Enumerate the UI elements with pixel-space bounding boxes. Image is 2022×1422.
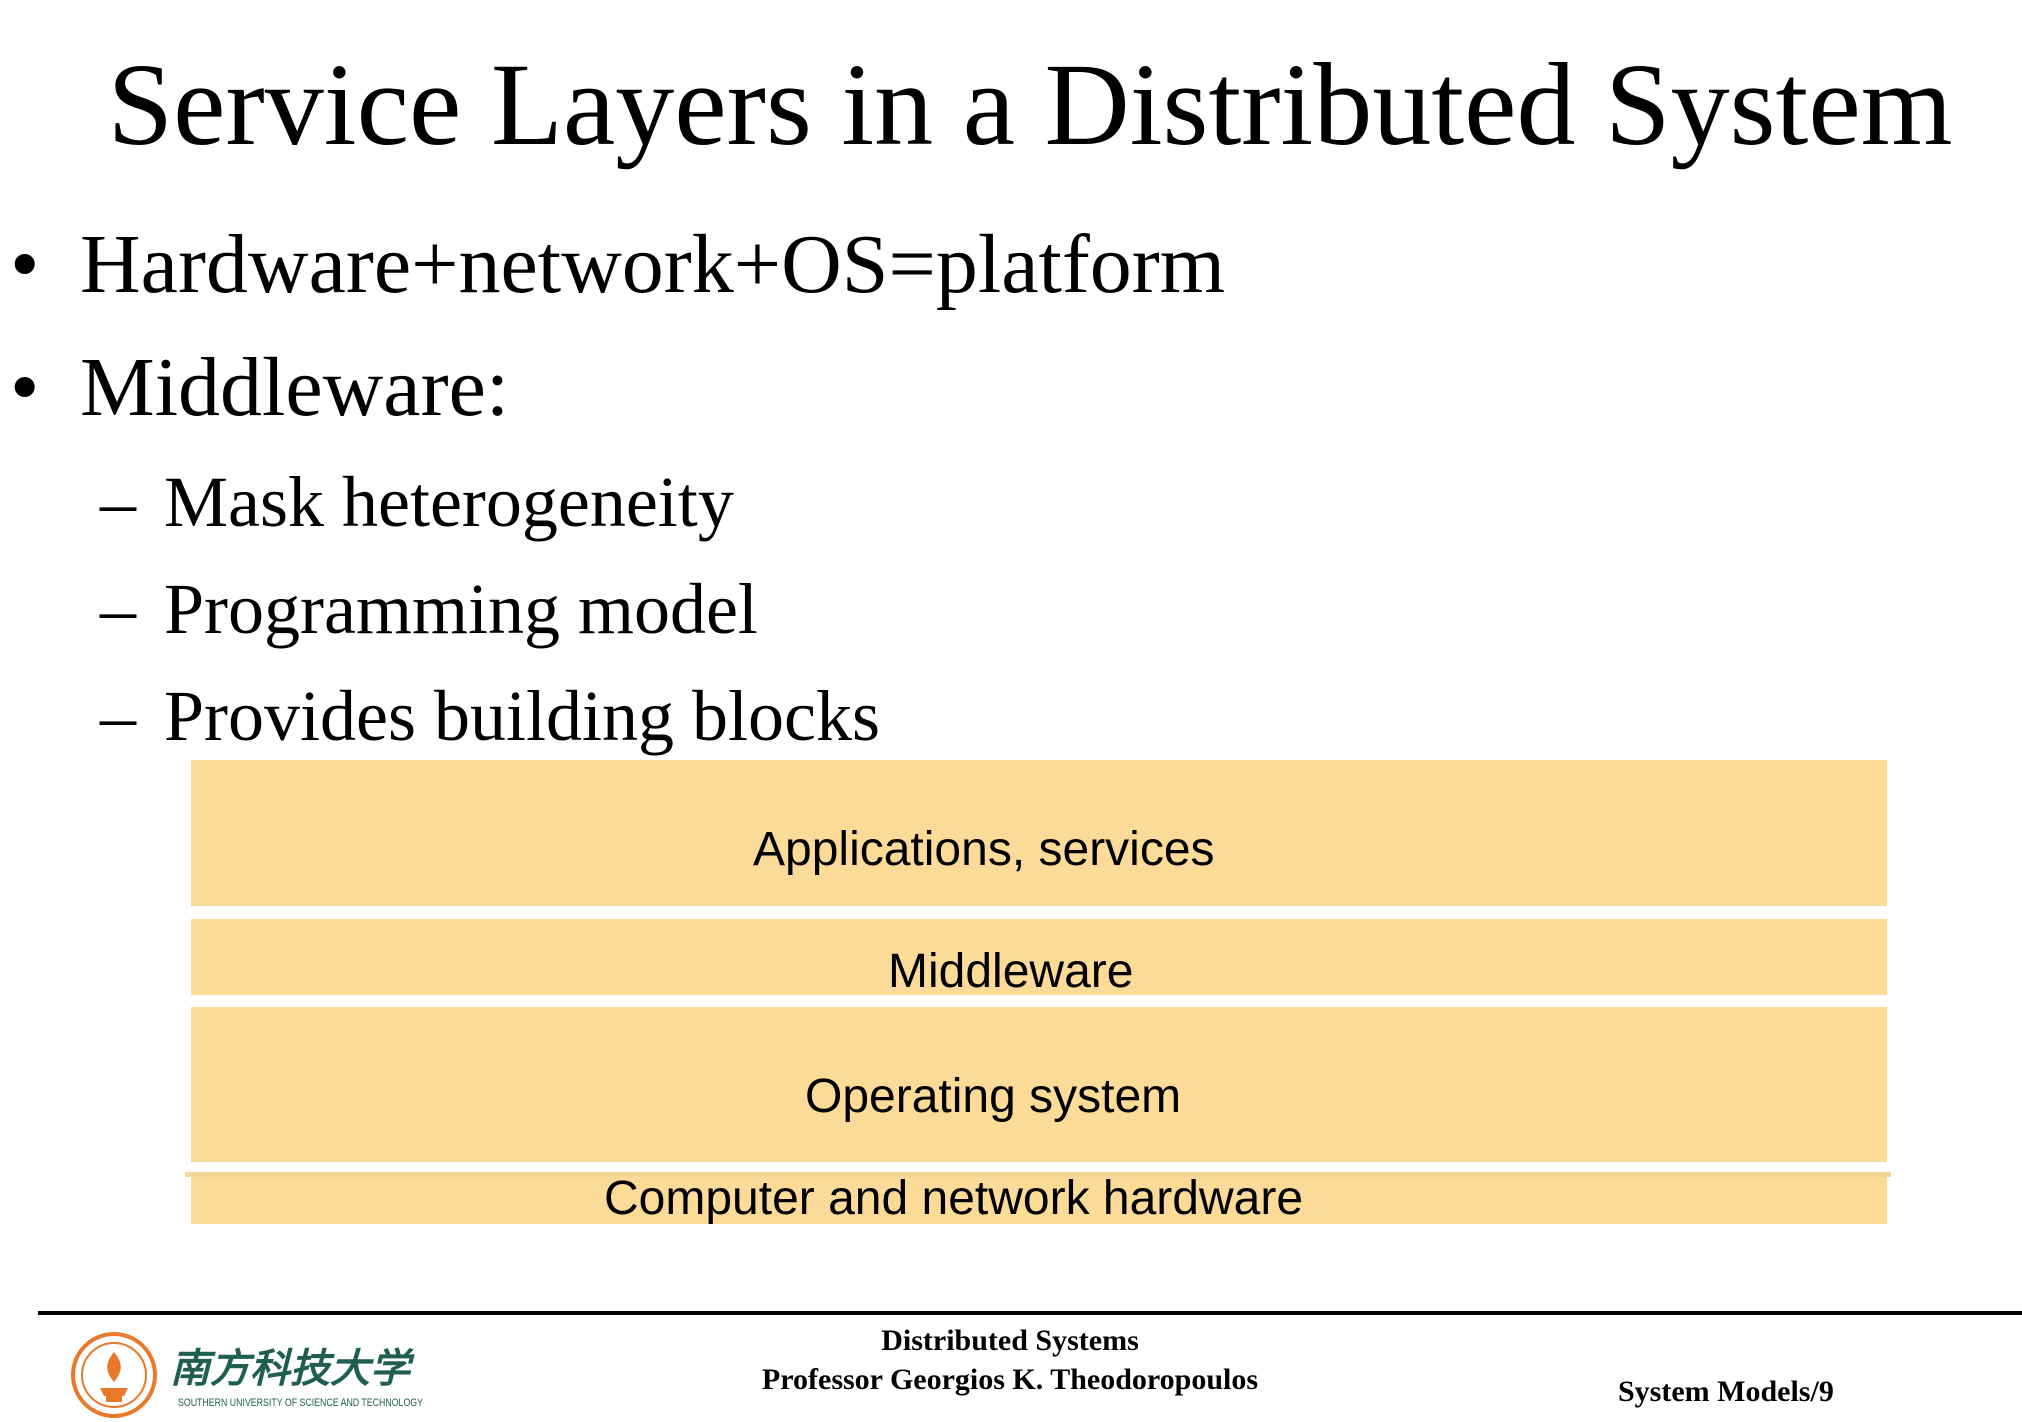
sub-bullet-programming-model: –Programming model (100, 564, 758, 654)
bullet-middleware: • Middleware: (10, 338, 509, 438)
hardware-layer-top-edge (185, 1172, 1891, 1177)
sub-bullet-text: Mask heterogeneity (164, 462, 734, 542)
university-seal-icon: 南方科技大学 SOUTHERN UNIVERSITY OF SCIENCE AN… (71, 1332, 424, 1418)
logo-english-name: SOUTHERN UNIVERSITY OF SCIENCE AND TECHN… (178, 1397, 424, 1409)
footer-divider (38, 1311, 2022, 1315)
bullet-text: Hardware+network+OS=platform (80, 218, 1226, 311)
slide-title: Service Layers in a Distributed System (107, 39, 1953, 170)
sub-bullet-marker: – (100, 569, 136, 649)
layer-middleware: Middleware (191, 919, 1887, 998)
sub-bullet-heterogeneity: –Mask heterogeneity (100, 457, 734, 547)
layer-label: Computer and network hardware (604, 1172, 1304, 1225)
footer-course: Distributed Systems (881, 1324, 1139, 1357)
footer-professor: Professor Georgios K. Theodoropoulos (761, 1363, 1259, 1396)
sub-bullet-marker: – (100, 462, 136, 542)
layer-applications: Applications, services (191, 760, 1887, 906)
bullet-platform: • Hardware+network+OS=platform (10, 215, 1225, 315)
bullet-marker: • (10, 218, 40, 311)
logo-chinese-name: 南方科技大学 (170, 1346, 415, 1392)
university-logo: 南方科技大学 SOUTHERN UNIVERSITY OF SCIENCE AN… (70, 1330, 430, 1420)
bullet-text: Middleware: (80, 341, 510, 434)
bullet-marker: • (10, 341, 40, 434)
layer-label: Operating system (805, 1070, 1182, 1123)
layer-hardware: Computer and network hardware (191, 1172, 1887, 1225)
layer-operating-system: Operating system (191, 1007, 1887, 1162)
sub-bullet-marker: – (100, 676, 136, 756)
layer-label: Middleware (888, 945, 1134, 998)
sub-bullet-text: Programming model (164, 569, 758, 649)
sub-bullet-text: Provides building blocks (164, 676, 880, 756)
sub-bullet-building-blocks: –Provides building blocks (100, 671, 880, 761)
layer-label: Applications, services (753, 823, 1215, 876)
footer-page-label: System Models/9 (1618, 1375, 1834, 1408)
